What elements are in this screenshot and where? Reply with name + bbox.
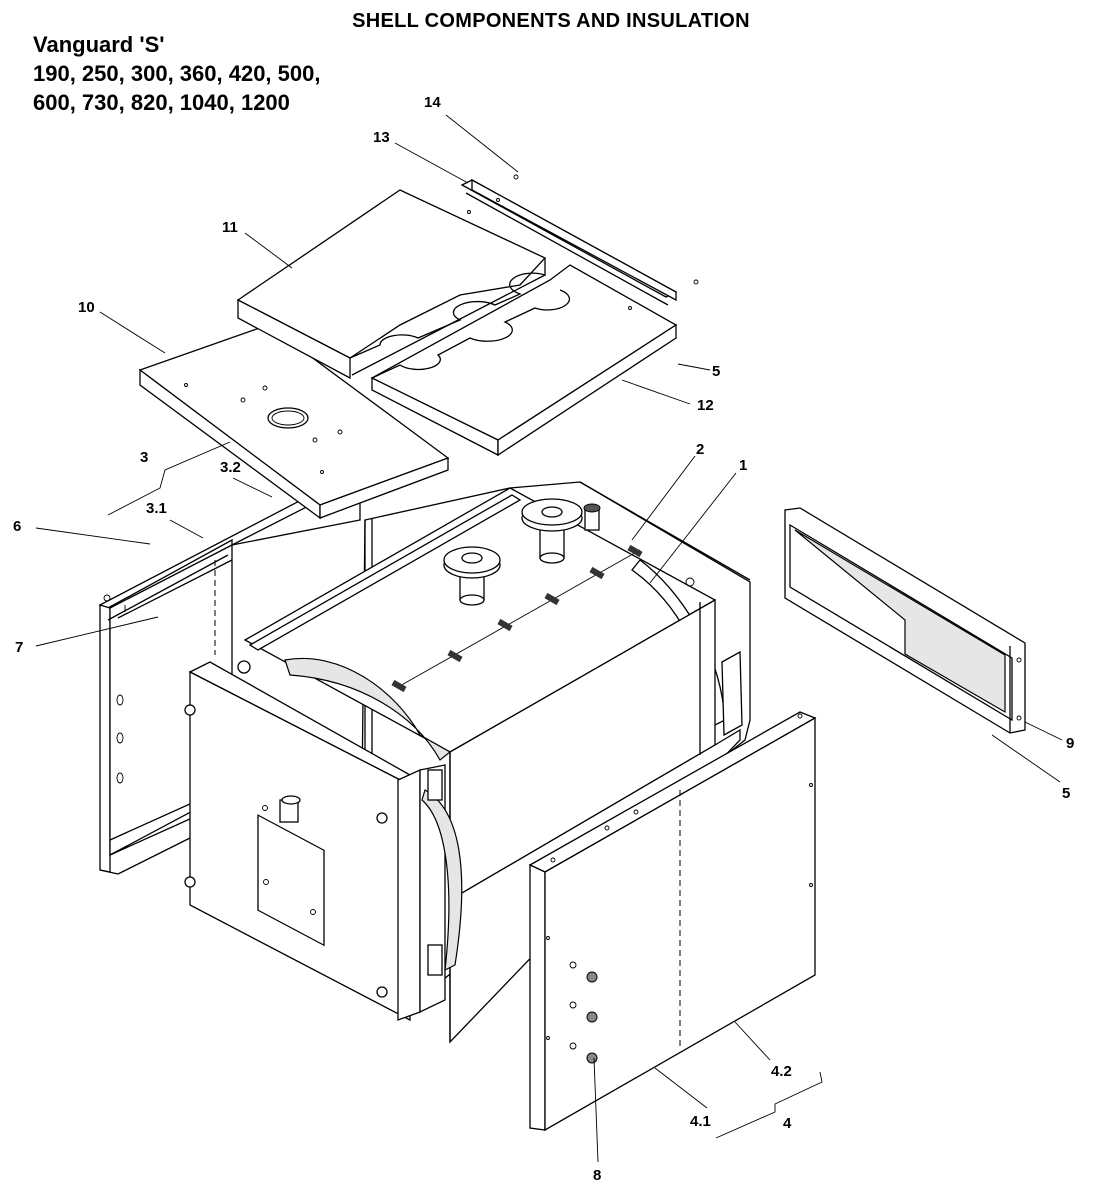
model-sizes-line-2: 600, 730, 820, 1040, 1200 (33, 90, 290, 115)
callout-4: 4 (783, 1115, 792, 1132)
leader-lines (35, 114, 1063, 1163)
callout-4-1: 4.1 (690, 1113, 711, 1130)
top-angle-strip-13 (460, 174, 699, 306)
callout-12: 12 (697, 397, 714, 414)
front-side-panel-4 (528, 711, 817, 1132)
callout-7: 7 (15, 639, 23, 656)
callout-4-2: 4.2 (771, 1063, 792, 1080)
top-insulation-panel-11 (236, 189, 547, 380)
callout-8: 8 (593, 1167, 601, 1184)
top-insulation-panel-12 (370, 210, 678, 457)
tank-nozzles (443, 498, 601, 606)
callout-labels: 1 2 3 3.2 3.1 6 7 8 9 5 5 12 10 11 13 14… (13, 94, 1074, 1184)
callout-13: 13 (373, 129, 390, 146)
callout-6: 6 (13, 518, 21, 535)
callout-1: 1 (739, 457, 747, 474)
callout-5-top: 5 (712, 363, 720, 380)
callout-11: 11 (222, 219, 238, 236)
callout-3: 3 (140, 449, 148, 466)
model-name: Vanguard 'S' (33, 32, 165, 57)
right-end-panel-9 (784, 507, 1026, 734)
callout-3-1: 3.1 (146, 500, 167, 517)
panel-knockouts (569, 961, 598, 1064)
callout-2: 2 (696, 441, 704, 458)
strap-clips (391, 544, 643, 693)
callout-14: 14 (424, 94, 441, 111)
diagram-title: SHELL COMPONENTS AND INSULATION (352, 10, 750, 32)
model-info: Vanguard 'S' 190, 250, 300, 360, 420, 50… (33, 30, 320, 117)
top-insulation-panel-10 (138, 324, 450, 520)
front-end-plate (184, 660, 463, 1022)
callout-9: 9 (1066, 735, 1074, 752)
model-sizes-line-1: 190, 250, 300, 360, 420, 500, (33, 61, 321, 86)
callout-10: 10 (78, 299, 95, 316)
callout-3-2: 3.2 (220, 459, 241, 476)
callout-5-right: 5 (1062, 785, 1070, 802)
